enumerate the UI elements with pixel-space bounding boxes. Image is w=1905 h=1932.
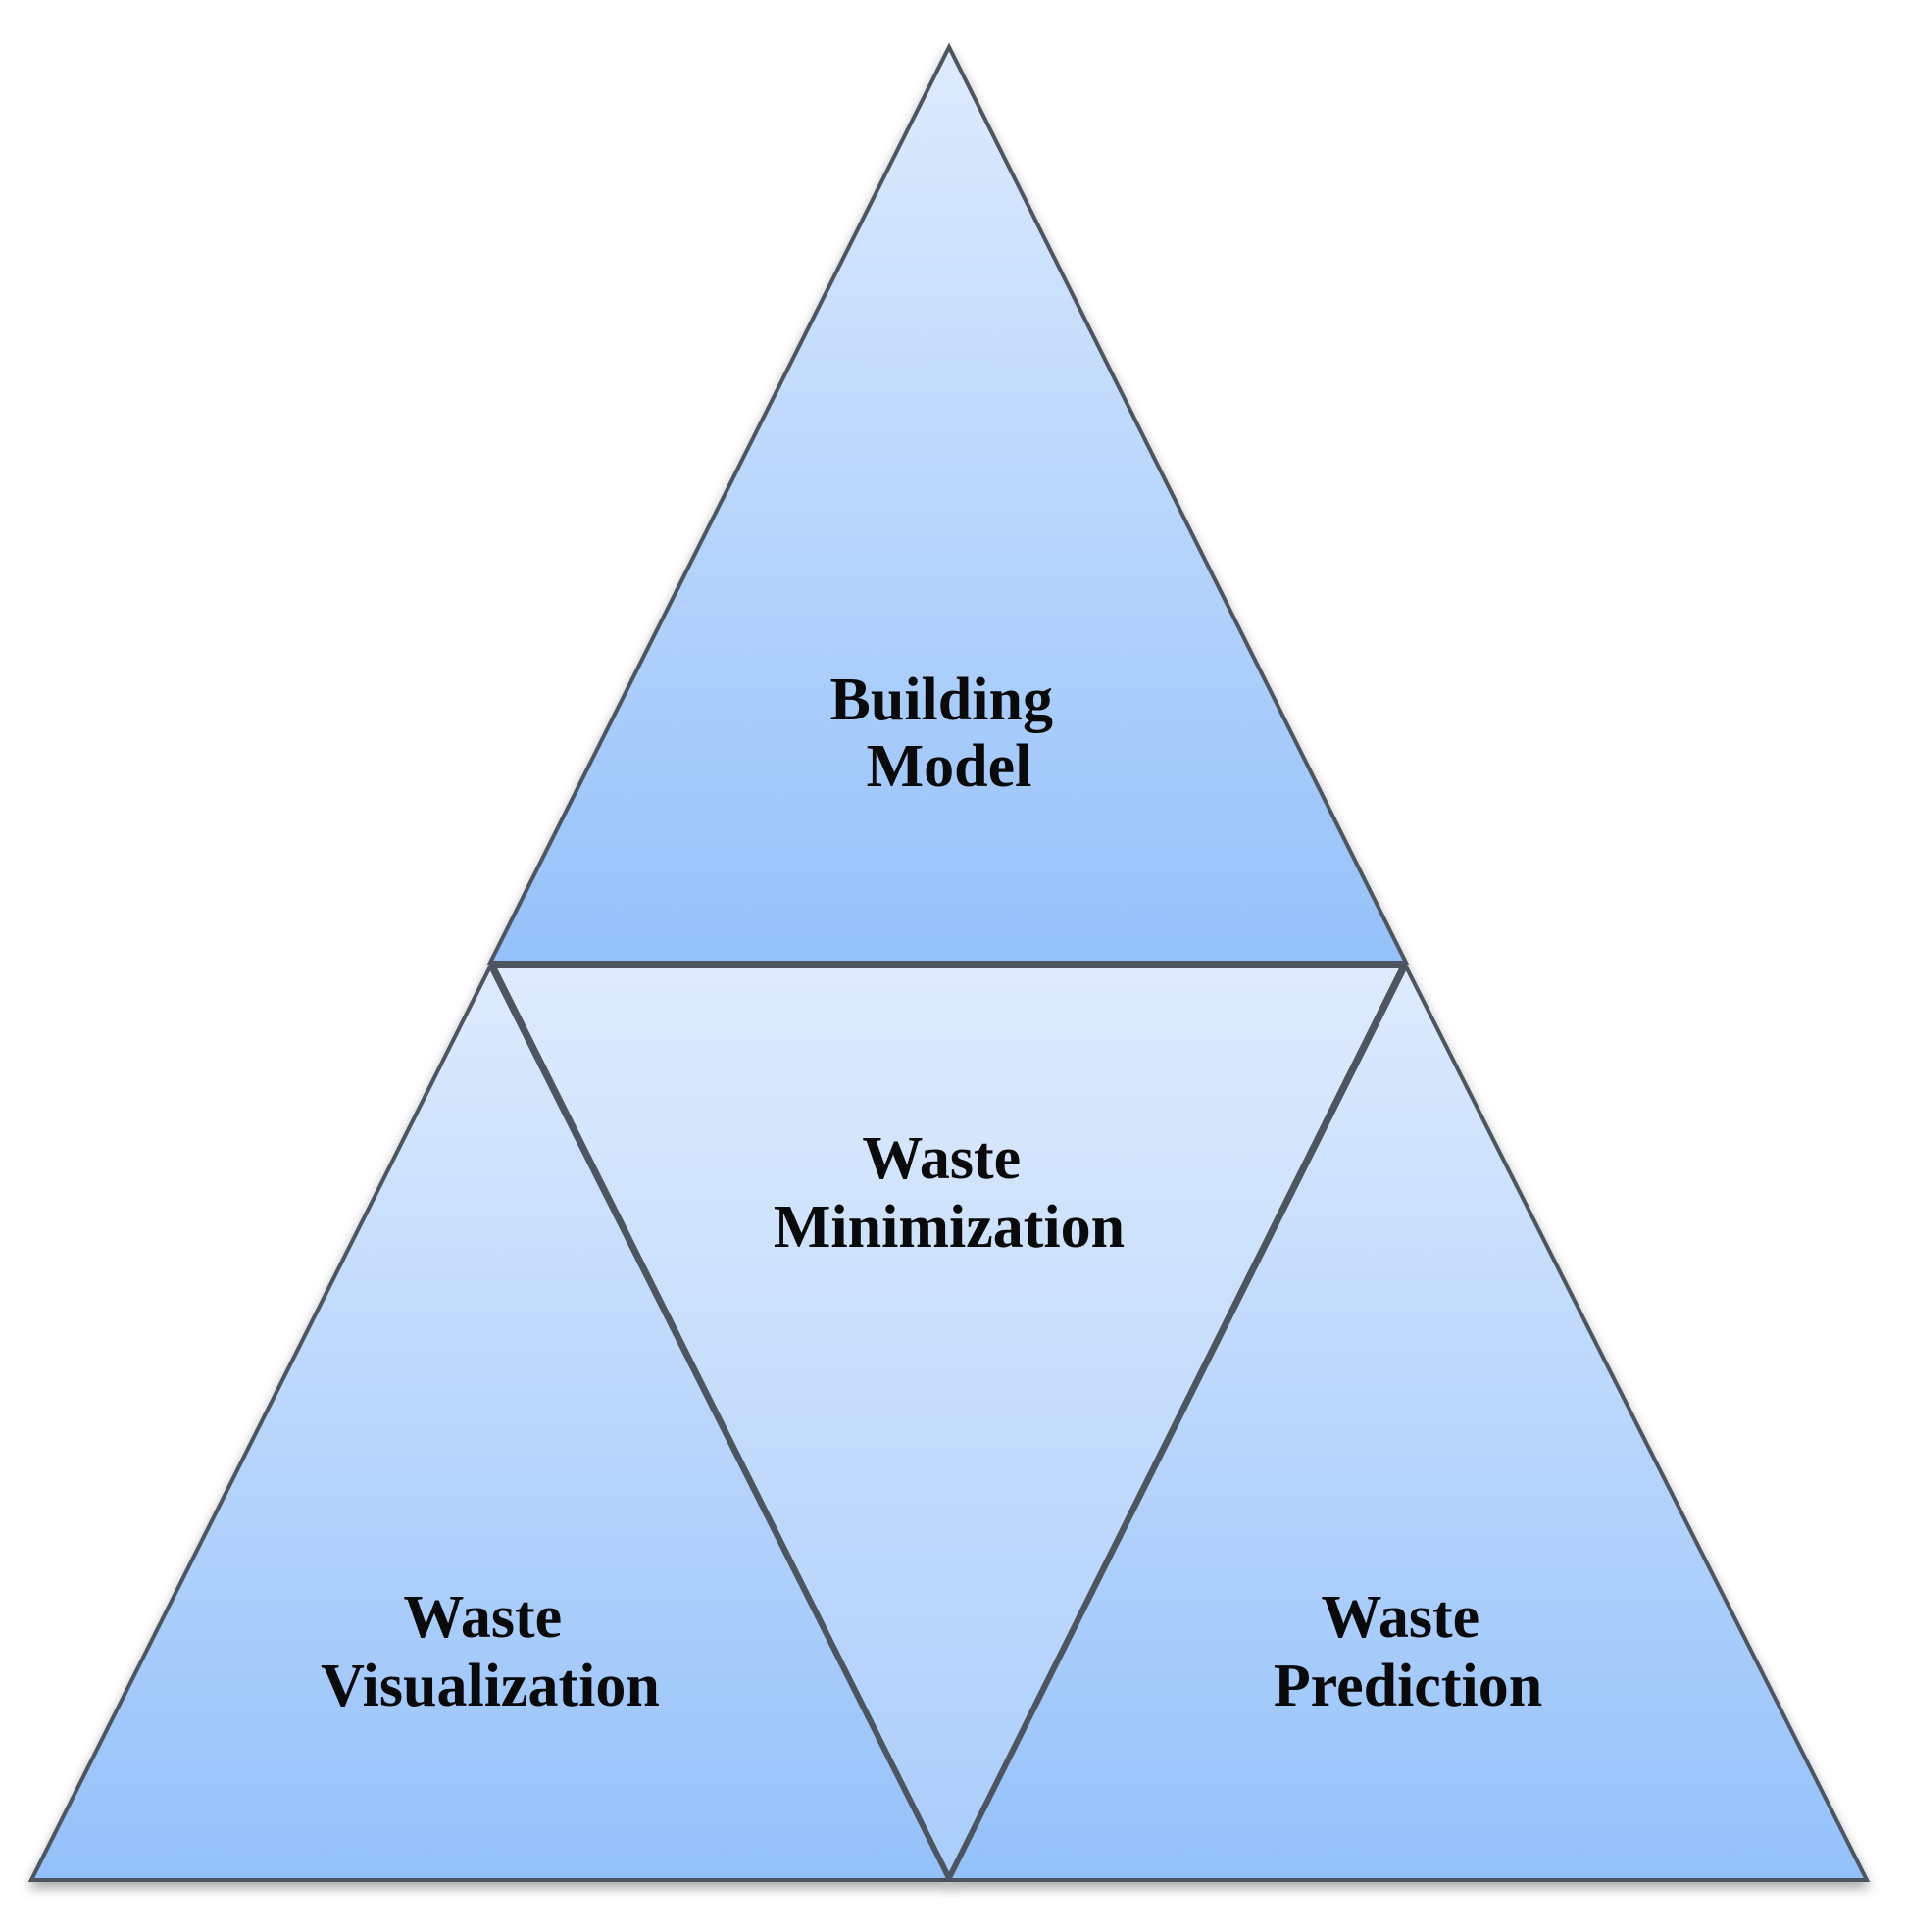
bottom-right-label-line1: Waste	[1321, 1584, 1479, 1651]
center-label-line1: Waste	[862, 1125, 1021, 1192]
top-label-line2: Model	[867, 733, 1032, 800]
center-triangle-label: Waste Minimization	[774, 1125, 1125, 1261]
bottom-right-triangle-label: Waste Prediction	[1274, 1584, 1542, 1719]
center-triangle	[490, 965, 1406, 1881]
bottom-left-label-line2: Visualization	[321, 1653, 660, 1719]
bottom-left-triangle	[27, 962, 953, 1882]
top-label-line1: Building	[830, 667, 1053, 733]
top-triangle	[486, 42, 1410, 965]
bottom-left-label-line1: Waste	[403, 1584, 562, 1651]
top-triangle-label: Building Model	[830, 667, 1069, 800]
bottom-right-label-line2: Prediction	[1274, 1653, 1542, 1719]
center-label-line2: Minimization	[774, 1194, 1125, 1261]
bottom-right-triangle	[945, 962, 1871, 1882]
bottom-left-triangle-label: Waste Visualization	[321, 1584, 660, 1719]
